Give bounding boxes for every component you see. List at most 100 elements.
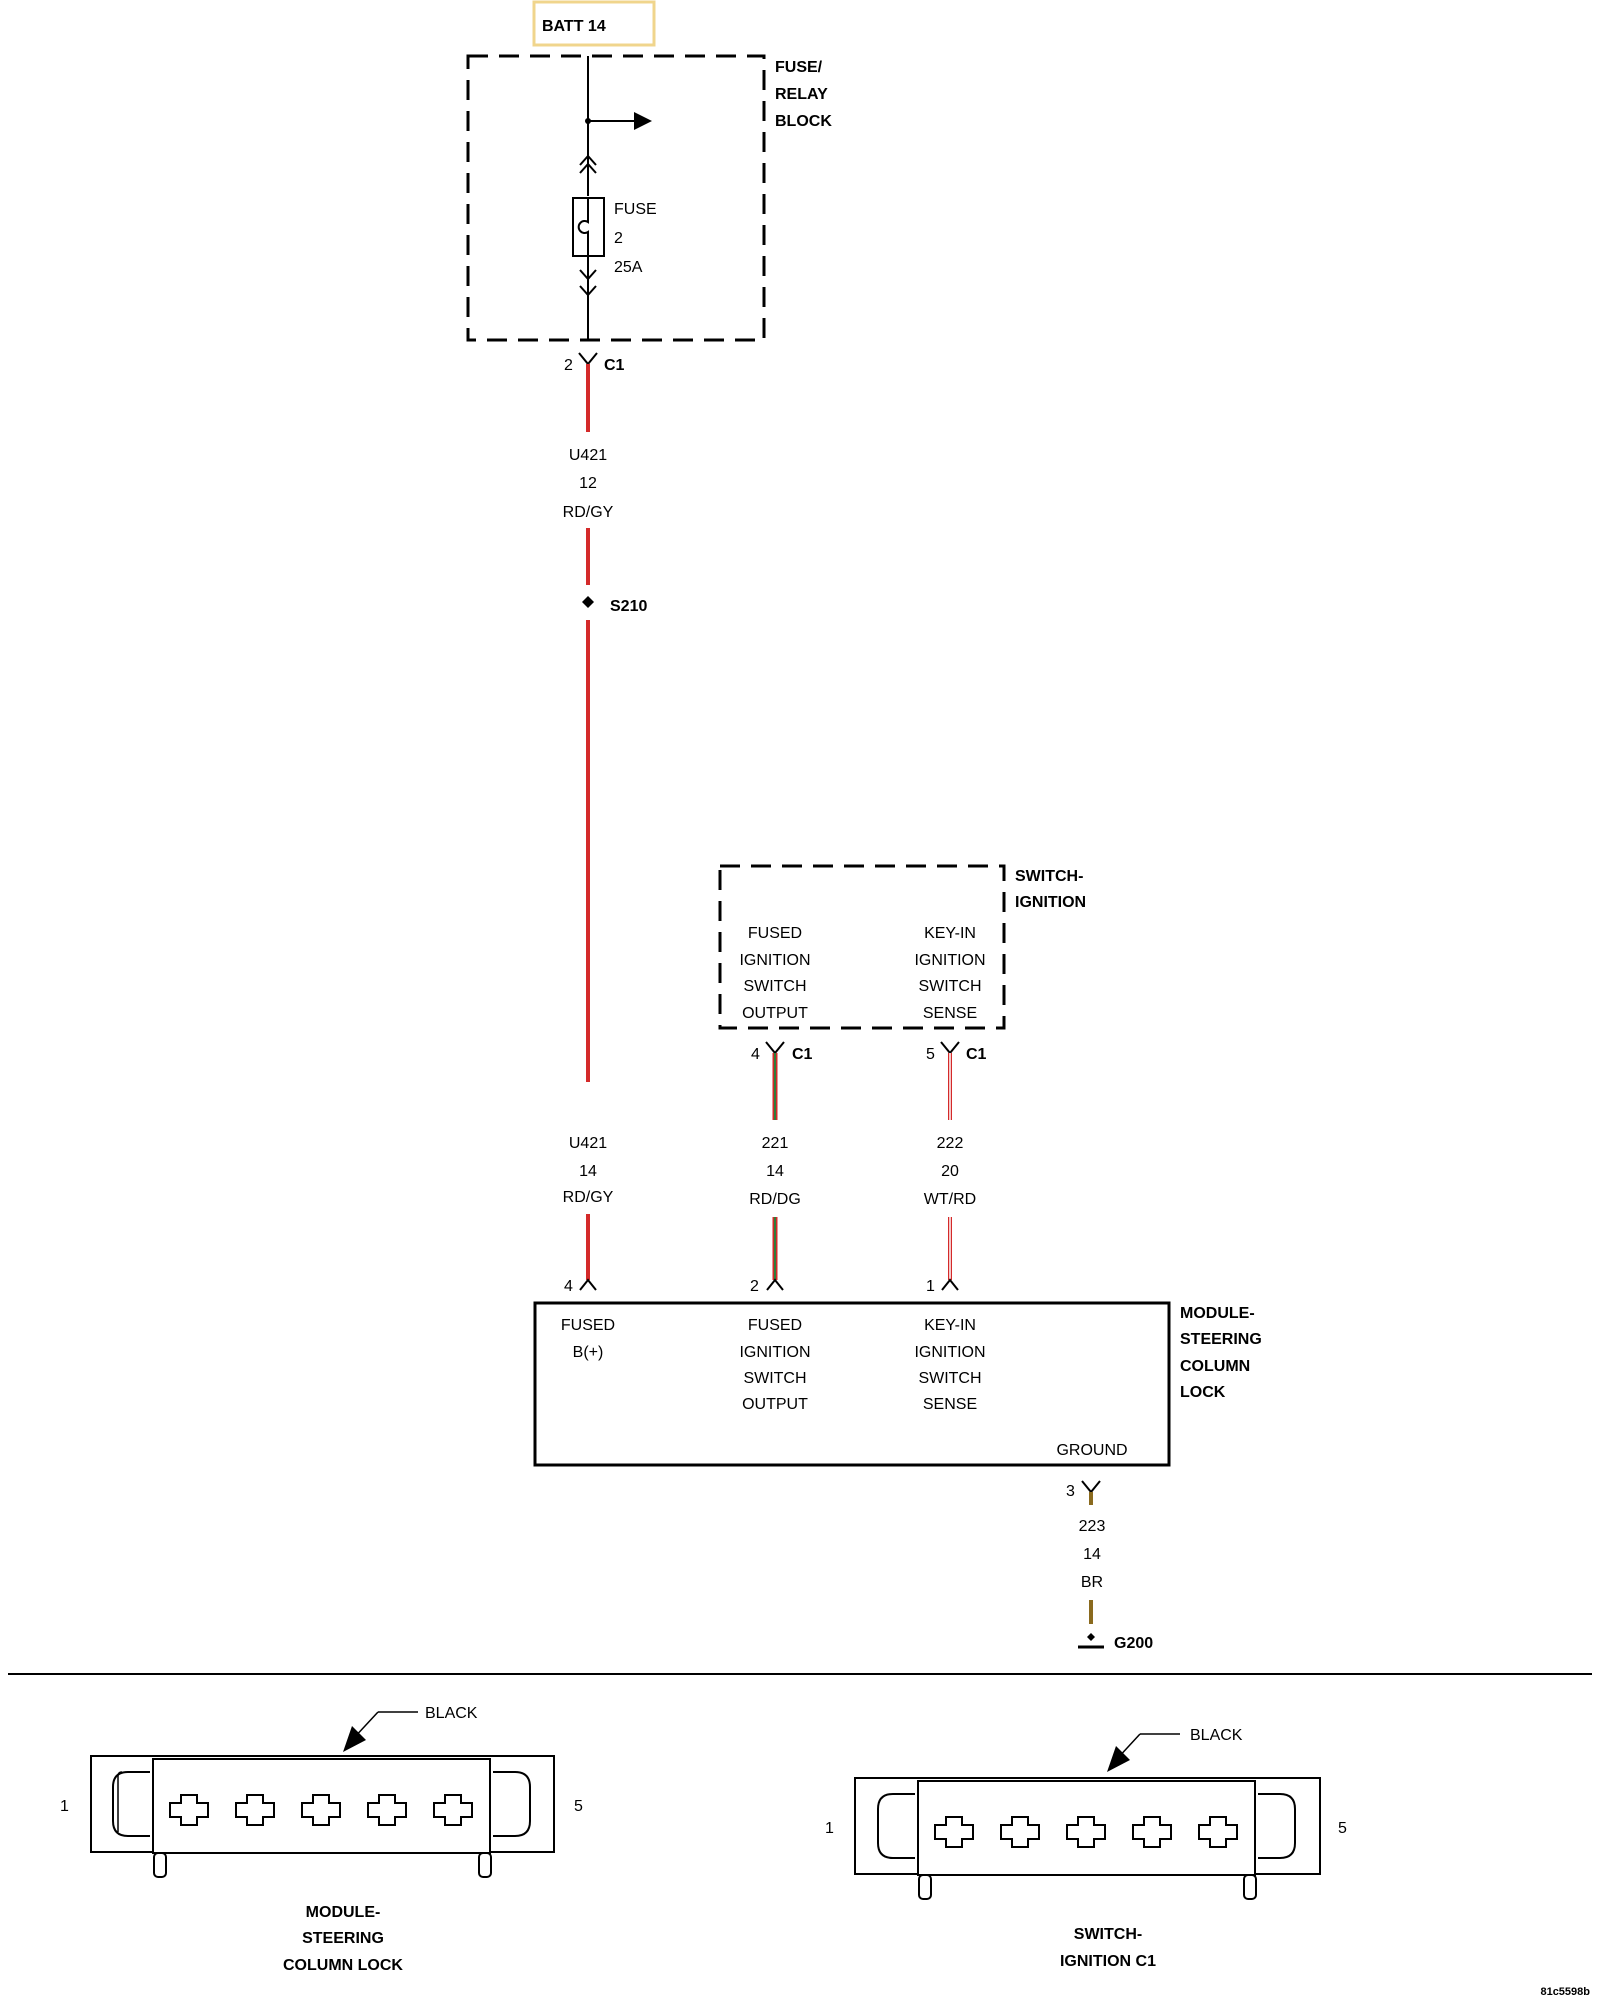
switch-right-connector: C1: [966, 1046, 987, 1063]
fuse-block-title-2: RELAY: [775, 86, 828, 103]
ground-eyelet-icon: [1087, 1633, 1095, 1641]
wire-circuit: 223: [1079, 1518, 1106, 1535]
connector-title-1: MODULE-: [306, 1904, 381, 1921]
latch-left-inner-icon: [117, 1771, 123, 1832]
latch-left-icon: [877, 1793, 915, 1859]
latch-right-icon: [493, 1771, 531, 1837]
fuse-block-pin: 2: [564, 357, 573, 374]
module-title-3: COLUMN: [1180, 1358, 1250, 1375]
wire-gauge: 20: [941, 1163, 959, 1180]
wire-color: RD/GY: [563, 504, 614, 521]
module-pin-key-in: 1: [926, 1278, 935, 1295]
module-fn-3-line-2: IGNITION: [914, 1344, 985, 1361]
fuse-block-connector-label: C1: [604, 357, 625, 374]
wire-circuit: 221: [762, 1135, 789, 1152]
switch-outline: [718, 864, 1006, 1030]
module-fn-1-line-1: FUSED: [561, 1317, 615, 1334]
module-outline: [533, 1301, 1171, 1467]
fuse-number: 2: [614, 230, 623, 247]
connector-title-2: STEERING: [302, 1930, 384, 1947]
leader-arrow-icon: [343, 1726, 366, 1752]
connector-leg-icon: [478, 1852, 492, 1878]
male-terminal-icon: [579, 1278, 597, 1291]
cavity-icon: [433, 1794, 473, 1826]
wire-color: BR: [1081, 1574, 1103, 1591]
wire-color: RD/GY: [563, 1189, 614, 1206]
connector-leg-icon: [1243, 1874, 1257, 1900]
wire-gauge: 14: [766, 1163, 784, 1180]
cavity-row: [169, 1794, 473, 1826]
battery-source: BATT 14: [532, 0, 656, 47]
connector-leg-icon: [153, 1852, 167, 1878]
steering-column-lock-module: 4 2 1 MODULE- STEERING COLUMN LOCK FUSED…: [533, 1278, 1262, 1500]
wire-222: 222 20 WT/RD: [924, 1053, 976, 1280]
latch-left-icon: [112, 1771, 150, 1837]
wire-gauge: 14: [579, 1163, 597, 1180]
switch-left-fn-2: IGNITION: [739, 952, 810, 969]
cavity-icon: [169, 1794, 209, 1826]
source-box: [532, 0, 656, 47]
fuse-block-connector-c1: 2 C1: [564, 352, 625, 374]
female-terminal-icon: [940, 1041, 960, 1055]
switch-right-fn-3: SWITCH: [918, 978, 981, 995]
wire-circuit: U421: [569, 1135, 607, 1152]
connector-view-module: BLACK 1 5 MODULE- STEERING COLUMN LOCK: [60, 1705, 583, 1974]
wire-221: 221 14 RD/DG: [749, 1053, 801, 1280]
connector-title-2: IGNITION C1: [1060, 1953, 1156, 1970]
module-fn-2-line-1: FUSED: [748, 1317, 802, 1334]
wire-gauge: 14: [1083, 1546, 1101, 1563]
fuse-terminal-top-icon-2: [579, 162, 597, 174]
module-pin-ground: 3: [1066, 1483, 1075, 1500]
female-terminal-icon: [1081, 1480, 1101, 1494]
cavity-icon: [235, 1794, 275, 1826]
module-fn-1-line-2: B(+): [573, 1344, 604, 1361]
cavity-icon: [367, 1794, 407, 1826]
module-pin-ign-output: 2: [750, 1278, 759, 1295]
latch-right-icon: [1258, 1793, 1296, 1859]
female-terminal-icon: [578, 352, 598, 366]
cavity-row: [934, 1816, 1238, 1848]
connector-pin-first: 1: [60, 1798, 69, 1815]
connector-leg-icon: [918, 1874, 932, 1900]
wire-gauge: 12: [579, 475, 597, 492]
cavity-icon: [1000, 1816, 1040, 1848]
connector-pin-last: 5: [574, 1798, 583, 1815]
module-fn-3-line-3: SWITCH: [918, 1370, 981, 1387]
connector-title-1: SWITCH-: [1074, 1926, 1142, 1943]
cavity-icon: [934, 1816, 974, 1848]
male-terminal-icon: [941, 1278, 959, 1291]
connector-view-switch: BLACK 1 5 SWITCH- IGNITION C1: [825, 1727, 1347, 1970]
source-label: BATT 14: [542, 18, 606, 35]
connector-title-3: COLUMN LOCK: [283, 1957, 403, 1974]
fuse-block-title-1: FUSE/: [775, 59, 823, 76]
switch-title-2: IGNITION: [1015, 894, 1086, 911]
module-fn-2-line-4: OUTPUT: [742, 1396, 808, 1413]
module-ground-label: GROUND: [1056, 1442, 1127, 1459]
module-title-1: MODULE-: [1180, 1305, 1255, 1322]
female-terminal-icon: [765, 1041, 785, 1055]
fuse-block-outline: [466, 54, 766, 342]
wire-u421: U421 12 RD/GY S210 U421 14 RD/GY: [563, 364, 647, 1280]
switch-left-fn-4: OUTPUT: [742, 1005, 808, 1022]
wire-circuit: U421: [569, 447, 607, 464]
fuse-relay-block: FUSE/ RELAY BLOCK FUSE 2 25A: [466, 54, 832, 342]
fuse-element-icon: [577, 198, 589, 256]
switch-right-fn-1: KEY-IN: [924, 925, 976, 942]
wire-color: RD/DG: [749, 1191, 801, 1208]
switch-title-1: SWITCH-: [1015, 868, 1083, 885]
switch-right-fn-4: SENSE: [923, 1005, 977, 1022]
connector-pin-first: 1: [825, 1820, 834, 1837]
connector-color-label: BLACK: [425, 1705, 478, 1722]
switch-left-pin: 4: [751, 1046, 760, 1063]
switch-right-fn-2: IGNITION: [914, 952, 985, 969]
fuse-block-title-3: BLOCK: [775, 113, 832, 130]
male-terminal-icon: [766, 1278, 784, 1291]
cavity-icon: [1132, 1816, 1172, 1848]
switch-right-pin: 5: [926, 1046, 935, 1063]
module-fn-2-line-2: IGNITION: [739, 1344, 810, 1361]
connector-color-label: BLACK: [1190, 1727, 1243, 1744]
wire-color: WT/RD: [924, 1191, 976, 1208]
module-title-2: STEERING: [1180, 1331, 1262, 1348]
module-fn-3-line-4: SENSE: [923, 1396, 977, 1413]
